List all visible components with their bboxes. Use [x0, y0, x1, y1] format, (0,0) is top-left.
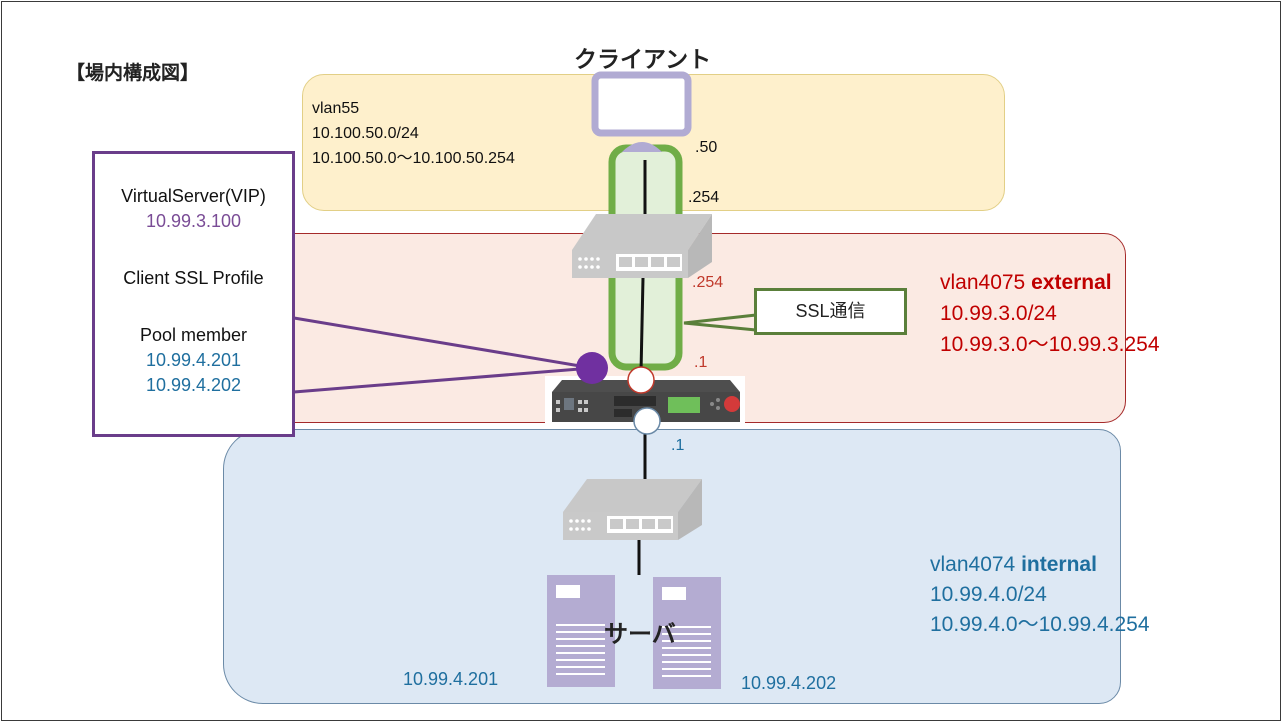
network-switch-icon — [572, 214, 712, 278]
client-ip-suffix: .50 — [695, 139, 718, 156]
pool-member-1: 10.99.4.201 — [145, 350, 242, 370]
pool-member-label: Pool member — [139, 325, 248, 345]
external-subnet: 10.99.3.0/24 — [940, 302, 1057, 325]
server-2-ip: 10.99.4.202 — [741, 673, 837, 693]
internal-subnet: 10.99.4.0/24 — [930, 583, 1047, 606]
internal-bigip-suffix: .1 — [671, 437, 685, 454]
ssl-callout-pointer — [683, 313, 757, 332]
external-switch-suffix: .254 — [692, 274, 724, 291]
virtual-server-callout: VirtualServer(VIP) 10.99.3.100 Client SS… — [92, 151, 295, 437]
vlan55-subnet: 10.100.50.0/24 — [312, 125, 419, 142]
diagram-title: 【場内構成図】 — [66, 63, 200, 84]
external-vlan-id: vlan4075 — [940, 271, 1026, 294]
external-vlan-info: vlan4075 external 10.99.3.0/24 10.99.3.0… — [940, 267, 1160, 360]
vip-marker — [576, 352, 608, 384]
vip-address: 10.99.3.100 — [145, 211, 242, 231]
client-ssl-profile-label: Client SSL Profile — [123, 268, 264, 288]
server-1-ip: 10.99.4.201 — [403, 669, 499, 689]
internal-vlan-id: vlan4074 — [930, 553, 1016, 576]
server-tower-icon — [653, 577, 721, 689]
server-label: サーバ — [604, 621, 676, 648]
vlan55-range: 10.100.50.0～10.100.50.254 — [312, 150, 515, 167]
internal-vlan-name: internal — [1021, 553, 1097, 576]
pool-member-2: 10.99.4.202 — [145, 375, 242, 395]
network-switch-icon — [563, 479, 702, 540]
external-range: 10.99.3.0～10.99.3.254 — [940, 333, 1160, 356]
internal-interface-marker — [633, 407, 661, 435]
external-interface-marker — [627, 366, 655, 394]
vs-label: VirtualServer(VIP) — [121, 186, 266, 206]
vlan55-info: vlan55 10.100.50.0/24 10.100.50.0～10.100… — [312, 96, 515, 171]
client-label: クライアント — [574, 46, 712, 72]
monitor-icon — [591, 71, 692, 152]
link-switch-bigip — [639, 277, 645, 373]
external-bigip-suffix: .1 — [694, 354, 708, 371]
ssl-communication-label: SSL通信 — [754, 288, 907, 335]
vlan55-name: vlan55 — [312, 100, 360, 117]
server-tower-icon — [547, 575, 615, 687]
internal-vlan-info: vlan4074 internal 10.99.4.0/24 10.99.4.0… — [930, 550, 1150, 640]
internal-range: 10.99.4.0～10.99.4.254 — [930, 613, 1150, 636]
vlan55-gateway-suffix: .254 — [688, 189, 720, 206]
external-vlan-name: external — [1031, 271, 1112, 294]
